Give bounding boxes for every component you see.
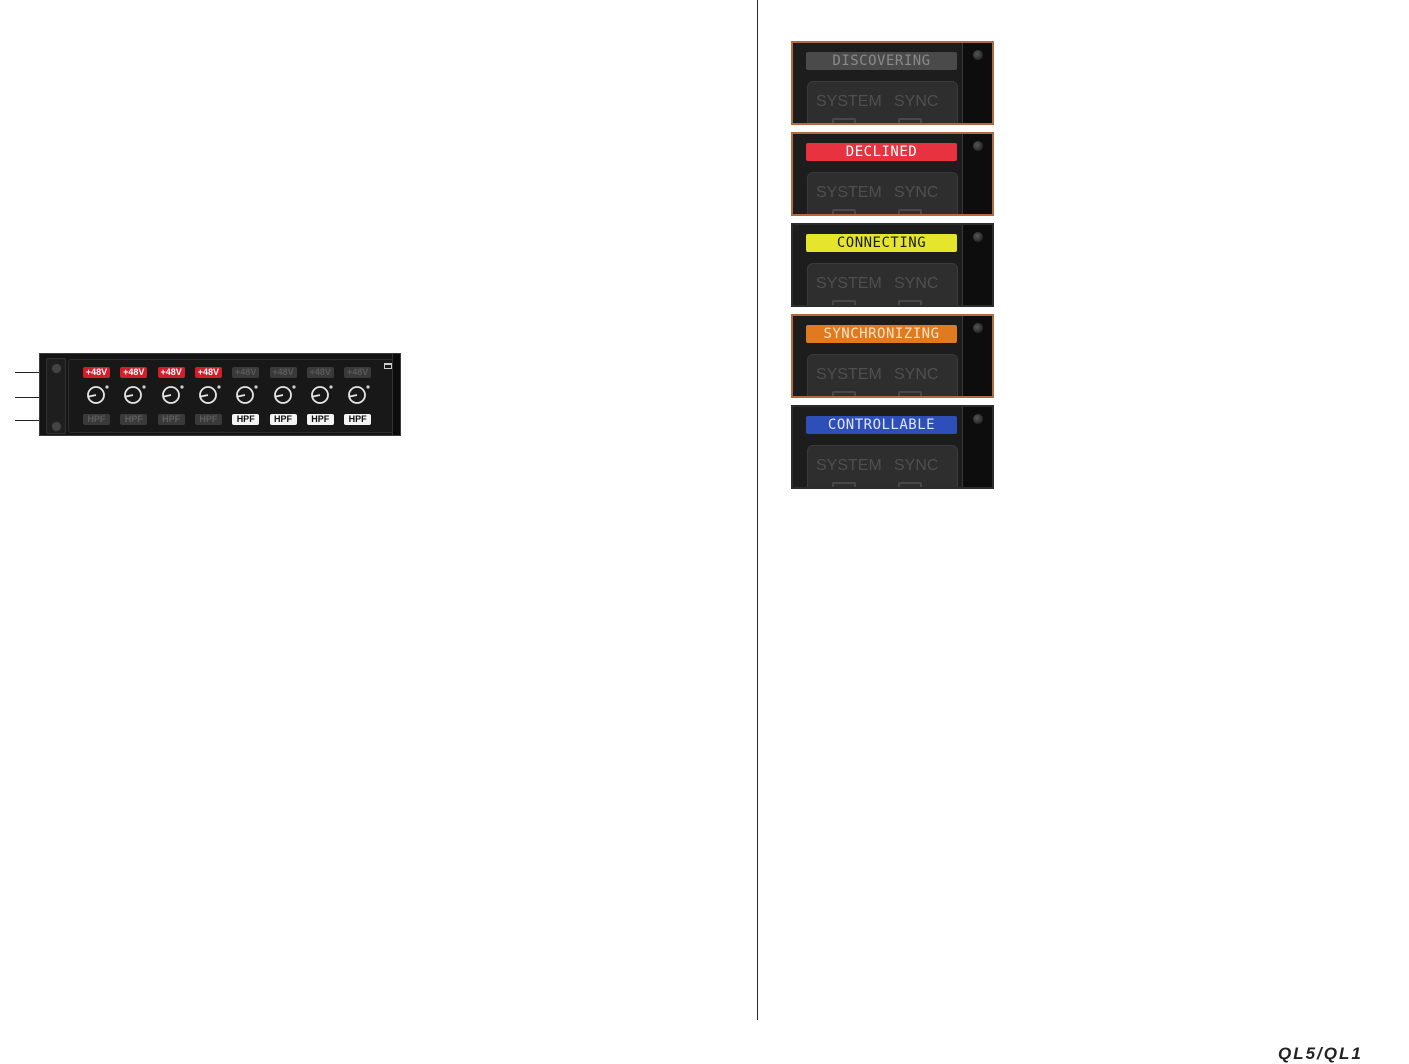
hpf-button[interactable]: HPF bbox=[269, 414, 297, 425]
screen-side-bar bbox=[962, 407, 992, 487]
system-label: SYSTEM bbox=[816, 275, 882, 292]
ha-channel-strip: +48V HPF bbox=[344, 367, 374, 427]
sync-checkbox[interactable] bbox=[898, 209, 922, 214]
phantom-power-button[interactable]: +48V bbox=[232, 367, 260, 378]
sync-label: SYNC bbox=[894, 275, 939, 292]
screen-side-bar bbox=[962, 43, 992, 123]
ha-channel-strip: +48V HPF bbox=[232, 367, 262, 427]
gain-knob-icon[interactable] bbox=[310, 384, 333, 404]
gain-knob-icon[interactable] bbox=[161, 384, 184, 404]
brand-logo: QL5/QL1 bbox=[1278, 1044, 1363, 1063]
sync-checkbox[interactable] bbox=[898, 300, 922, 305]
scroll-up-icon[interactable] bbox=[51, 363, 62, 374]
hpf-button[interactable]: HPF bbox=[344, 414, 372, 425]
system-checkbox[interactable] bbox=[832, 391, 856, 396]
ha-channel-strip: +48V HPF bbox=[269, 367, 300, 427]
ha-channel-strip: +48V HPF bbox=[306, 367, 337, 427]
sync-checkbox[interactable] bbox=[898, 118, 922, 123]
indicator-led-icon bbox=[973, 141, 983, 151]
ha-channel-strip: +48V HPF bbox=[157, 367, 188, 427]
indicator-led-icon bbox=[973, 414, 983, 424]
system-label: SYSTEM bbox=[816, 366, 882, 383]
indicator-led-icon bbox=[973, 232, 983, 242]
system-sync-box: SYSTEM SYNC bbox=[807, 172, 958, 214]
system-label: SYSTEM bbox=[816, 184, 882, 201]
phantom-power-button[interactable]: +48V bbox=[306, 367, 334, 378]
phantom-power-button[interactable]: +48V bbox=[157, 367, 185, 378]
sync-label: SYNC bbox=[894, 93, 939, 110]
phantom-power-button[interactable]: +48V bbox=[83, 367, 110, 378]
status-screen-declined: DECLINED SYSTEM SYNC bbox=[791, 132, 994, 216]
indicator-led-icon bbox=[973, 323, 983, 333]
ha-sidebar bbox=[46, 358, 66, 434]
sync-checkbox[interactable] bbox=[898, 391, 922, 396]
hpf-button[interactable]: HPF bbox=[157, 414, 185, 425]
scroll-down-icon[interactable] bbox=[51, 421, 62, 432]
phantom-power-button[interactable]: +48V bbox=[120, 367, 148, 378]
sync-label: SYNC bbox=[894, 457, 939, 474]
sync-label: SYNC bbox=[894, 366, 939, 383]
status-label: CONTROLLABLE bbox=[806, 416, 957, 434]
hpf-button[interactable]: HPF bbox=[232, 414, 260, 425]
gain-knob-icon[interactable] bbox=[86, 384, 109, 404]
sync-label: SYNC bbox=[894, 184, 939, 201]
hpf-button[interactable]: HPF bbox=[83, 414, 110, 425]
system-sync-box: SYSTEM SYNC bbox=[807, 445, 958, 487]
status-label: SYNCHRONIZING bbox=[806, 325, 957, 343]
system-checkbox[interactable] bbox=[832, 300, 856, 305]
gain-knob-icon[interactable] bbox=[123, 384, 146, 404]
system-checkbox[interactable] bbox=[832, 118, 856, 123]
ha-channel-strip: +48V HPF bbox=[120, 367, 150, 427]
screen-side-bar bbox=[962, 225, 992, 305]
phantom-power-button[interactable]: +48V bbox=[269, 367, 297, 378]
system-checkbox[interactable] bbox=[832, 482, 856, 487]
phantom-power-button[interactable]: +48V bbox=[194, 367, 222, 378]
system-label: SYSTEM bbox=[816, 93, 882, 110]
status-label: DISCOVERING bbox=[806, 52, 957, 70]
hpf-button[interactable]: HPF bbox=[120, 414, 148, 425]
status-label: DECLINED bbox=[806, 143, 957, 161]
popup-window-icon[interactable] bbox=[384, 363, 392, 369]
gain-knob-icon[interactable] bbox=[198, 384, 221, 404]
ha-panel: +48V HPF +48V HPF +48V HPF +48V HPF +48V HPF +48V H… bbox=[39, 353, 401, 436]
indicator-led-icon bbox=[973, 50, 983, 60]
ha-scrollbar[interactable] bbox=[392, 354, 400, 435]
system-label: SYSTEM bbox=[816, 457, 882, 474]
status-screen-controllable: CONTROLLABLE SYSTEM SYNC bbox=[791, 405, 994, 489]
gain-knob-icon[interactable] bbox=[273, 384, 296, 404]
system-sync-box: SYSTEM SYNC bbox=[807, 81, 958, 123]
system-sync-box: SYSTEM SYNC bbox=[807, 263, 958, 305]
gain-knob-icon[interactable] bbox=[235, 384, 258, 404]
ha-channel-strip: +48V HPF bbox=[83, 367, 113, 427]
phantom-power-button[interactable]: +48V bbox=[344, 367, 372, 378]
status-label: CONNECTING bbox=[806, 234, 957, 252]
system-sync-box: SYSTEM SYNC bbox=[807, 354, 958, 396]
hpf-button[interactable]: HPF bbox=[194, 414, 222, 425]
status-screen-synchronizing: SYNCHRONIZING SYSTEM SYNC bbox=[791, 314, 994, 398]
ha-channel-strip: +48V HPF bbox=[194, 367, 225, 427]
status-screen-discovering: DISCOVERING SYSTEM SYNC bbox=[791, 41, 994, 125]
system-checkbox[interactable] bbox=[832, 209, 856, 214]
gain-knob-icon[interactable] bbox=[347, 384, 370, 404]
screen-side-bar bbox=[962, 134, 992, 214]
screen-side-bar bbox=[962, 316, 992, 396]
status-screen-connecting: CONNECTING SYSTEM SYNC bbox=[791, 223, 994, 307]
sync-checkbox[interactable] bbox=[898, 482, 922, 487]
hpf-button[interactable]: HPF bbox=[306, 414, 334, 425]
page-divider bbox=[757, 0, 758, 1020]
